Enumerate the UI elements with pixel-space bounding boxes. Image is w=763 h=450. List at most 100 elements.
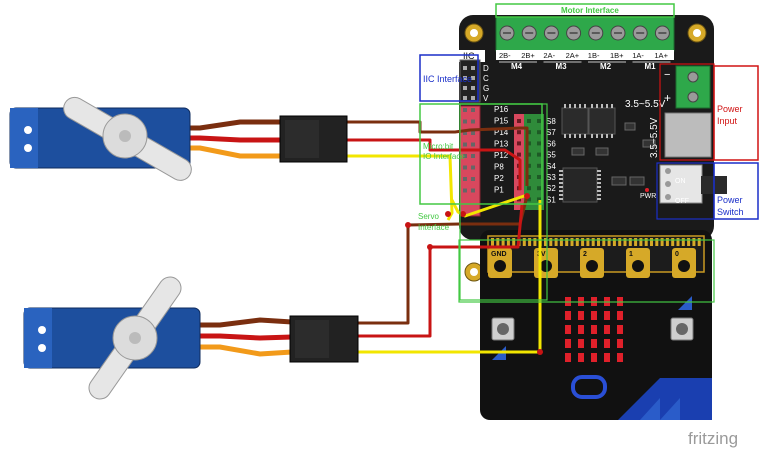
servo-pin-dot-7-0 bbox=[517, 197, 521, 202]
led-2-3 bbox=[604, 325, 610, 334]
edge-finger-24 bbox=[618, 238, 622, 246]
edge-pad-label-2: 2 bbox=[583, 251, 587, 258]
edge-pad-label-3: 1 bbox=[629, 251, 633, 258]
edge-finger-26 bbox=[628, 238, 632, 246]
mount-hole-tl-center bbox=[470, 29, 478, 37]
edge-finger-16 bbox=[575, 238, 579, 246]
io-pin-dot-a-2 bbox=[463, 131, 467, 135]
fritzing-watermark: fritzing bbox=[688, 429, 738, 448]
ctrl-pin-right-7 bbox=[597, 198, 601, 200]
motor-interface-label: Motor Interface bbox=[561, 6, 619, 15]
servo1-tab-hole-1 bbox=[24, 126, 32, 134]
edge-finger-32 bbox=[660, 238, 664, 246]
terminal-label-0: 2B- bbox=[499, 51, 511, 60]
smd-part-2 bbox=[629, 176, 645, 186]
io-pin-dot-a-5 bbox=[463, 165, 467, 170]
edge-finger-23 bbox=[612, 238, 616, 246]
edge-finger-37 bbox=[687, 238, 691, 246]
edge-finger-17 bbox=[581, 238, 585, 246]
microbit-blue-corner bbox=[618, 378, 712, 420]
callouts: Motor Interface IIC Interface Micro:bit … bbox=[418, 3, 759, 303]
servo-pin-label-4: S4 bbox=[546, 162, 556, 171]
power-switch-label-1: Power bbox=[717, 195, 743, 205]
chip1-pin-bottom-4 bbox=[611, 134, 613, 138]
servo-pin-label-3: S5 bbox=[546, 151, 556, 160]
chip0-pin-bottom-4 bbox=[584, 134, 586, 138]
io-pin-dot-a-7 bbox=[463, 188, 467, 193]
edge-finger-10 bbox=[544, 238, 547, 246]
wire-joint-5 bbox=[537, 349, 543, 355]
edge-pad-hole-2 bbox=[586, 260, 598, 272]
edge-pad-hole-4 bbox=[678, 260, 690, 272]
led-1-2 bbox=[591, 311, 597, 320]
servo-pin-label-0: S8 bbox=[546, 117, 556, 126]
servo-pin-label-1: S7 bbox=[546, 128, 556, 137]
led-1-4 bbox=[617, 311, 623, 320]
iic-interface-box bbox=[419, 54, 479, 102]
wire-joint-2 bbox=[460, 211, 466, 217]
servo1-red-wire bbox=[347, 138, 522, 190]
terminal-labels: 2B-2B+2A-2A+1B-1B+1A-1A+ bbox=[499, 51, 669, 60]
io-pin-dot-b-7 bbox=[471, 188, 475, 193]
servo-interface-label-1: Servo bbox=[418, 212, 439, 221]
led-4-2 bbox=[591, 353, 597, 362]
servo-pin-dot-2-2 bbox=[537, 141, 541, 146]
power-switch-box-inner bbox=[656, 162, 715, 220]
terminal-label-6: 1A- bbox=[632, 51, 644, 60]
led-1-3 bbox=[604, 311, 610, 320]
power-switch-label-2: Switch bbox=[717, 207, 744, 217]
motor-group-3: M1 bbox=[645, 62, 657, 71]
smd-part-1 bbox=[611, 176, 627, 186]
edge-finger-6 bbox=[522, 238, 526, 246]
ctrl-pin-right-5 bbox=[597, 190, 601, 192]
servo1-connector-inner bbox=[285, 120, 319, 158]
chip1-pin-bottom-3 bbox=[606, 134, 608, 138]
iic-pin-label-1: C bbox=[483, 74, 489, 83]
servo-header-vcc-col bbox=[524, 114, 534, 210]
chip0-pin-top-1 bbox=[569, 104, 571, 108]
servo-interface-label-2: Interface bbox=[418, 223, 450, 232]
smd-part-4 bbox=[595, 147, 609, 156]
edge-connector-box bbox=[458, 239, 715, 303]
edge-finger-1 bbox=[496, 238, 500, 246]
io-interface-label-2: IO Interface bbox=[423, 152, 465, 161]
edge-finger-34 bbox=[671, 238, 675, 246]
smd-part-5 bbox=[624, 122, 636, 131]
led-4-0 bbox=[565, 353, 571, 362]
led-2-2 bbox=[591, 325, 597, 334]
ctrl-pin-right-0 bbox=[597, 170, 601, 172]
io-pin-label-3: P13 bbox=[494, 140, 509, 149]
io-pin-dot-a-1 bbox=[463, 119, 467, 124]
edge-finger-14 bbox=[565, 238, 569, 246]
terminal-label-1: 2B+ bbox=[521, 51, 535, 60]
iic-title: IIC bbox=[463, 51, 475, 61]
io-pin-label-1: P15 bbox=[494, 117, 509, 126]
servo-pin-dot-3-2 bbox=[537, 152, 541, 157]
servo-pin-dot-6-1 bbox=[527, 186, 531, 191]
servo-pin-dot-5-1 bbox=[527, 175, 531, 179]
pwr-led bbox=[645, 188, 649, 192]
io-pin-label-0: P16 bbox=[494, 105, 509, 114]
switch-pin-1 bbox=[665, 168, 671, 174]
servo2-tab-hole-1 bbox=[38, 326, 46, 334]
io-pin-dot-b-6 bbox=[471, 177, 475, 181]
ctrl-pin-left-0 bbox=[559, 170, 563, 172]
edge-finger-2 bbox=[501, 238, 505, 246]
ctrl-pin-right-4 bbox=[597, 186, 601, 188]
power-input-box-inner bbox=[659, 63, 715, 161]
switch-on-label: ON bbox=[675, 178, 686, 185]
edge-finger-29 bbox=[644, 238, 648, 246]
servo-pin-dot-4-1 bbox=[527, 163, 531, 168]
io-pin-label-7: P1 bbox=[494, 186, 504, 195]
edge-finger-4 bbox=[512, 238, 516, 246]
servo2-tab-hole-2 bbox=[38, 344, 46, 352]
servo-2 bbox=[23, 276, 359, 400]
switch-off-label: OFF bbox=[675, 198, 689, 205]
edge-finger-13 bbox=[559, 238, 563, 246]
ctrl-pin-right-1 bbox=[597, 174, 601, 176]
edge-finger-0 bbox=[491, 238, 494, 246]
chip1-pin-top-1 bbox=[596, 104, 598, 108]
